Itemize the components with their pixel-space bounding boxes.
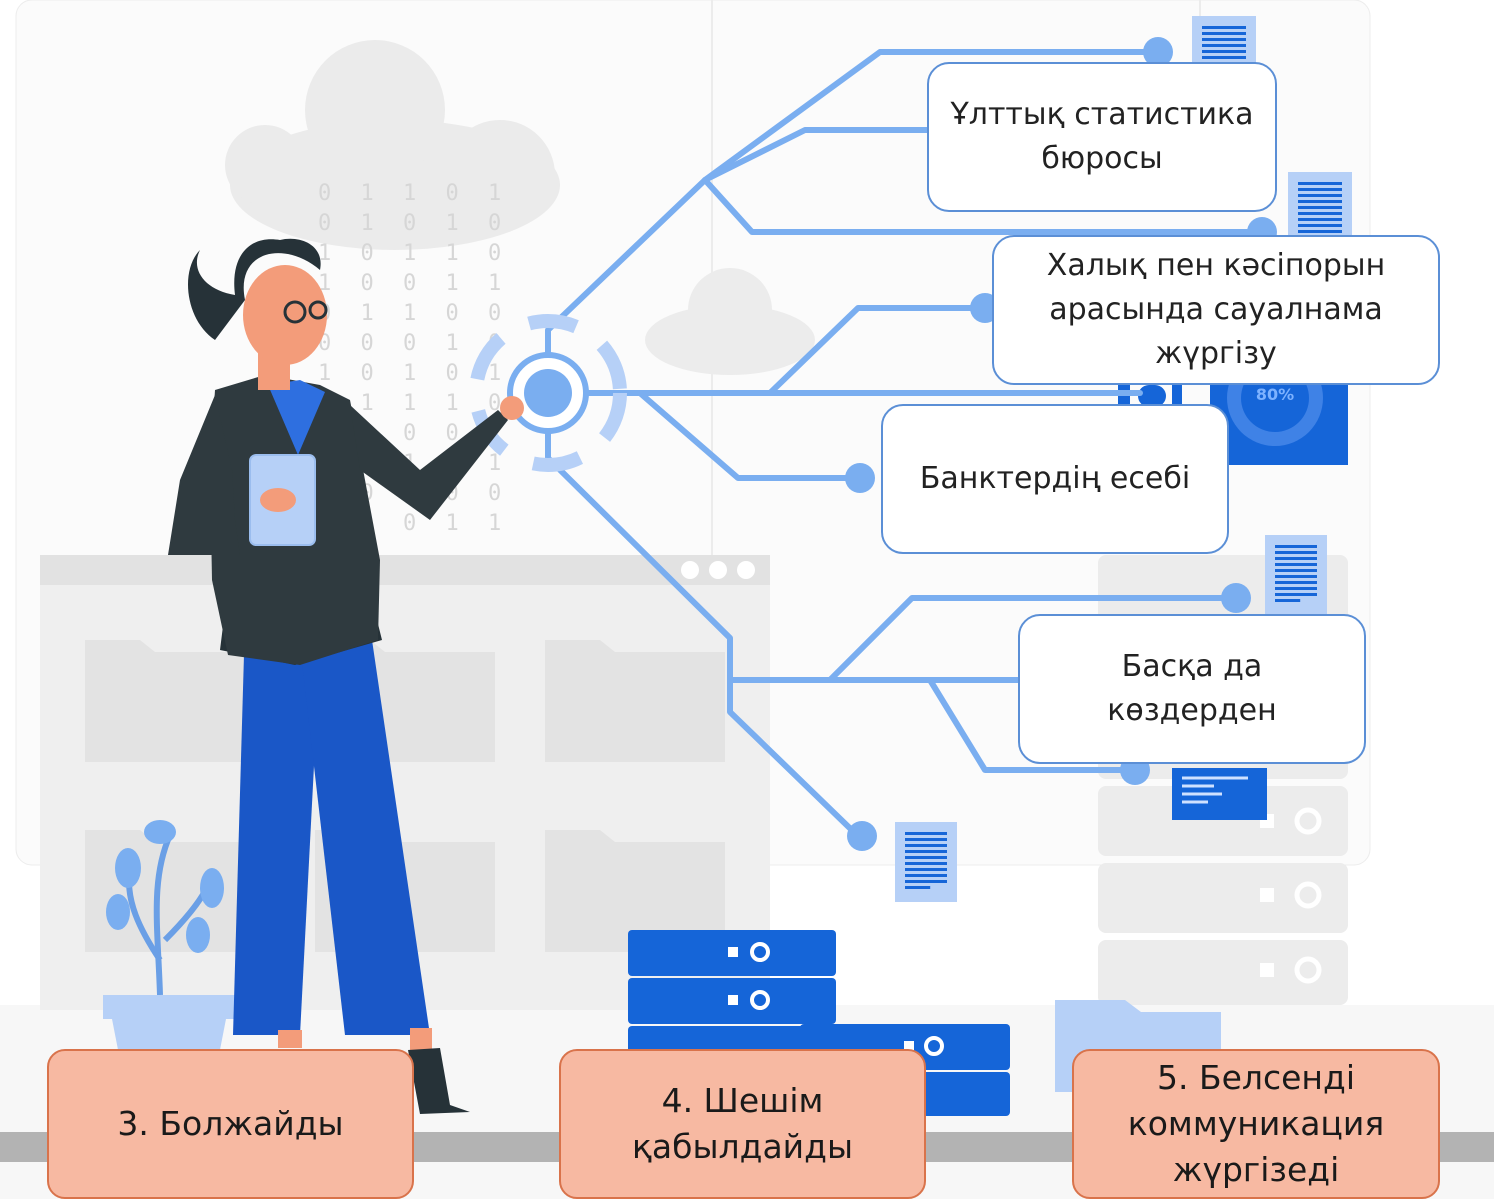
- document-line: [905, 862, 947, 865]
- action-label: 5. Белсенді коммуникация жүргізеді: [1127, 1058, 1385, 1189]
- binary-row: 0 1 1 0 0: [318, 301, 509, 326]
- document-line: [1275, 593, 1317, 596]
- action-box-forecast: 3. Болжайды: [47, 1049, 414, 1199]
- document-line: [1275, 599, 1301, 602]
- document-line: [905, 850, 947, 853]
- document-line: [1202, 26, 1246, 29]
- document-line: [905, 868, 947, 871]
- document-line: [1298, 212, 1342, 215]
- action-label: 4. Шешім қабылдайды: [631, 1081, 853, 1166]
- document-line: [905, 844, 947, 847]
- connector-tree: [545, 49, 1265, 841]
- small-cloud-icon: [645, 268, 815, 375]
- document-line: [905, 856, 947, 859]
- document-line: [1298, 188, 1342, 191]
- document-line: [905, 886, 931, 889]
- document-line: [1275, 557, 1317, 560]
- document-line: [1202, 44, 1246, 47]
- document-line: [1298, 182, 1342, 185]
- document-line: [905, 874, 947, 877]
- code-lines: [1182, 776, 1248, 804]
- source-box-survey: Халық пен кәсіпорын арасында сауалнама ж…: [992, 235, 1440, 385]
- cloud-icon: [225, 40, 560, 250]
- document-line: [1202, 56, 1246, 59]
- gauge-label: 80%: [1256, 385, 1294, 404]
- binary-row: 1 0 1 0 1: [318, 361, 509, 386]
- plant-icon: [103, 820, 235, 1060]
- source-label: Халық пен кәсіпорын арасында сауалнама ж…: [1046, 248, 1386, 371]
- source-label: Басқа да көздерден: [1107, 649, 1277, 728]
- woman-figure: [168, 238, 524, 1114]
- source-box-statistics-bureau: Ұлттық статистика бюросы: [927, 62, 1277, 212]
- document-line: [1298, 206, 1342, 209]
- binary-row: 1 0 0 1 1: [318, 271, 509, 296]
- binary-row: 1 0 1 1 0: [318, 241, 509, 266]
- document-line: [1298, 230, 1342, 233]
- action-box-decision: 4. Шешім қабылдайды: [559, 1049, 926, 1199]
- document-line: [905, 832, 947, 835]
- action-box-communication: 5. Белсенді коммуникация жүргізеді: [1072, 1049, 1440, 1199]
- document-line: [1202, 32, 1246, 35]
- document-line: [1298, 218, 1342, 221]
- binary-row: 0 0 0 1 0: [318, 331, 509, 356]
- binary-row: 0 1 1 0 1: [318, 181, 509, 206]
- document-line: [1275, 551, 1317, 554]
- source-label: Ұлттық статистика бюросы: [950, 97, 1254, 176]
- document-line: [1275, 569, 1317, 572]
- document-line: [1298, 200, 1342, 203]
- document-line: [1202, 50, 1246, 53]
- action-label: 3. Болжайды: [117, 1104, 344, 1143]
- document-line: [1275, 581, 1317, 584]
- document-line: [905, 838, 947, 841]
- binary-row: 0 1 0 1 0: [318, 211, 509, 236]
- document-line: [1298, 194, 1342, 197]
- target-hub-icon: [469, 314, 627, 472]
- document-line: [1275, 575, 1317, 578]
- document-line: [1275, 587, 1317, 590]
- document-line: [1298, 224, 1342, 227]
- document-line: [1275, 545, 1317, 548]
- document-line: [905, 880, 947, 883]
- document-line: [1275, 563, 1317, 566]
- source-box-bank-reports: Банктердің есебі: [881, 404, 1229, 554]
- document-line: [1202, 38, 1246, 41]
- source-box-other-sources: Басқа да көздерден: [1018, 614, 1366, 764]
- source-label: Банктердің есебі: [919, 461, 1191, 496]
